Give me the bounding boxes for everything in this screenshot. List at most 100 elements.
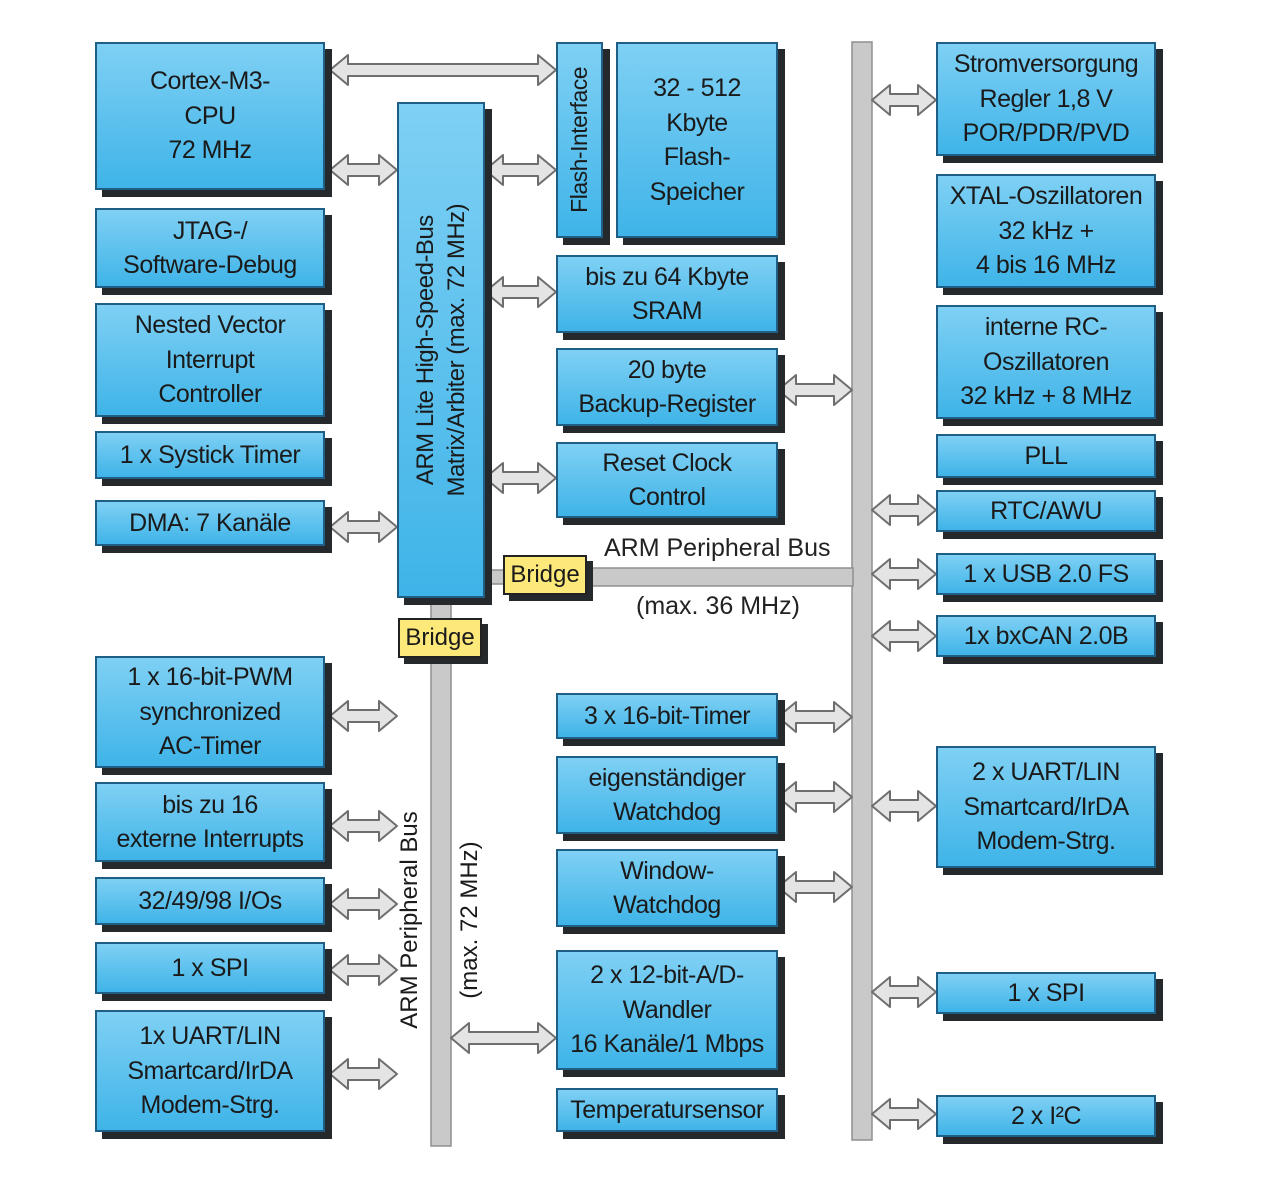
arrow-timer-apb1 — [777, 701, 853, 733]
block-label-line: Speicher — [649, 177, 745, 206]
block-label-line: JTAG-/ — [172, 216, 248, 245]
block-label-line: Nested Vector — [134, 311, 286, 340]
arrow-iwdg-apb1 — [777, 781, 853, 813]
block-label-line: 2 x UART/LIN — [972, 758, 1120, 787]
arrow-spi-apb2 — [329, 954, 398, 986]
block-uart-right: 2 x UART/LIN Smartcard/IrDA Modem-Strg. — [936, 746, 1156, 868]
block-label-line: Modem-Strg. — [140, 1091, 280, 1120]
block-label-line: 32 kHz + 8 MHz — [960, 382, 1132, 411]
block-label-line: Smartcard/IrDA — [127, 1056, 293, 1085]
block-label-line: 3 x 16-bit-Timer — [583, 701, 751, 730]
block-rtc-awu: RTC/AWU — [936, 490, 1156, 532]
arrow-cpu-flash — [329, 54, 557, 86]
arrow-matrix-rcc — [484, 462, 557, 494]
block-label-line: 32 kHz + — [998, 216, 1094, 245]
apb2-bus-name: ARM Peripheral Bus — [396, 811, 423, 1029]
arrow-matrix-flash — [484, 154, 557, 186]
block-label-line: 1 x USB 2.0 FS — [963, 559, 1129, 588]
arrow-apb1-rtc — [871, 494, 937, 526]
block-label-line: 1 x SPI — [1007, 978, 1085, 1007]
block-label-line: Backup-Register — [578, 390, 756, 418]
block-temperature-sensor: Temperatursensor — [556, 1088, 778, 1132]
block-label-line: 32/49/98 I/Os — [138, 886, 282, 915]
block-label-line: 2 x I²C — [1010, 1101, 1082, 1130]
block-16bit-timers: 3 x 16-bit-Timer — [556, 693, 778, 739]
arrow-apb1-power — [871, 84, 937, 116]
block-flash-interface: Flash-Interface — [556, 42, 603, 238]
block-label-line: Stromversorgung — [953, 50, 1139, 79]
block-label-line: Watchdog — [613, 798, 721, 826]
arrow-backup-apb1 — [777, 374, 853, 406]
arrow-cpu-matrix — [329, 154, 398, 186]
block-label-line: 32 - 512 — [653, 74, 741, 102]
apb1-bus-vertical — [851, 41, 873, 1141]
block-label-line: AC-Timer — [158, 732, 262, 761]
block-label-line: XTAL-Oszillatoren — [949, 182, 1143, 211]
block-label-line: bis zu 64 Kbyte — [585, 262, 749, 291]
apb2-bus-vertical — [430, 597, 452, 1147]
ahb-bus-label: ARM Lite High-Speed-Bus Matrix/Arbiter (… — [410, 115, 472, 585]
block-label-line: Oszillatoren — [983, 347, 1110, 376]
ahb-bus-line2: Matrix/Arbiter (max. 72 MHz) — [443, 203, 470, 497]
block-label-line: 1 x 16-bit-PWM — [127, 663, 293, 692]
arrow-apb1-can — [871, 620, 937, 652]
arrow-apb1-spi — [871, 976, 937, 1008]
bridge-apb1: Bridge — [503, 555, 587, 595]
block-label-line: DMA: 7 Kanäle — [129, 508, 291, 537]
flash-interface-label: Flash-Interface — [565, 67, 592, 213]
block-systick-timer: 1 x Systick Timer — [95, 431, 325, 479]
arrow-apb1-usb — [871, 558, 937, 590]
block-label-line: Flash- — [663, 143, 731, 171]
arrow-apb1-i2c — [871, 1098, 937, 1130]
apb2-bus-frequency: (max. 72 MHz) — [456, 841, 483, 999]
block-cortex-m3-cpu: Cortex-M3- CPU 72 MHz — [95, 42, 325, 190]
block-dma: DMA: 7 Kanäle — [95, 500, 325, 546]
block-label-line: Software-Debug — [123, 251, 297, 279]
block-label-line: 16 Kanäle/1 Mbps — [570, 1030, 764, 1059]
arrow-extint-apb2 — [329, 810, 398, 842]
block-label-line: 20 byte — [627, 355, 707, 384]
block-label-line: 1x UART/LIN — [139, 1022, 281, 1051]
block-label-line: Window- — [620, 856, 714, 885]
block-label-line: CPU — [184, 101, 236, 130]
block-label-line: Controller — [158, 380, 262, 409]
block-uart-left: 1x UART/LIN Smartcard/IrDA Modem-Strg. — [95, 1010, 325, 1132]
block-label-line: Wandler — [622, 995, 712, 1024]
block-label-line: PLL — [1024, 441, 1068, 470]
block-usb: 1 x USB 2.0 FS — [936, 553, 1156, 595]
block-label-line: Regler 1,8 V — [979, 84, 1113, 113]
block-label-line: Control — [628, 483, 706, 511]
block-label-line: Modem-Strg. — [976, 827, 1116, 856]
block-label-line: externe Interrupts — [116, 825, 304, 853]
arrow-uart-apb2 — [329, 1058, 398, 1090]
block-external-interrupts: bis zu 16 externe Interrupts — [95, 782, 325, 862]
block-label-line: Smartcard/IrDA — [963, 792, 1129, 821]
block-label-line: bis zu 16 — [162, 790, 258, 819]
block-bxcan: 1x bxCAN 2.0B — [936, 615, 1156, 657]
block-jtag-debug: JTAG-/ Software-Debug — [95, 208, 325, 288]
block-i2c: 2 x I²C — [936, 1095, 1156, 1137]
block-label-line: 72 MHz — [168, 136, 252, 165]
ahb-bus-line1: ARM Lite High-Speed-Bus — [411, 215, 439, 485]
block-ios: 32/49/98 I/Os — [95, 877, 325, 925]
block-label-line: 1 x SPI — [171, 953, 249, 982]
block-spi-left: 1 x SPI — [95, 942, 325, 994]
arrow-ios-apb2 — [329, 888, 398, 920]
block-label-line: 1 x Systick Timer — [119, 440, 301, 469]
block-label-line: POR/PDR/PVD — [962, 119, 1130, 148]
block-label-line: Kbyte — [666, 108, 728, 137]
block-label-line: Reset Clock — [602, 448, 732, 477]
arrow-wwdg-apb1 — [777, 871, 853, 903]
arrow-apb1-uart — [871, 790, 937, 822]
block-label-line: Cortex-M3- — [149, 67, 271, 96]
